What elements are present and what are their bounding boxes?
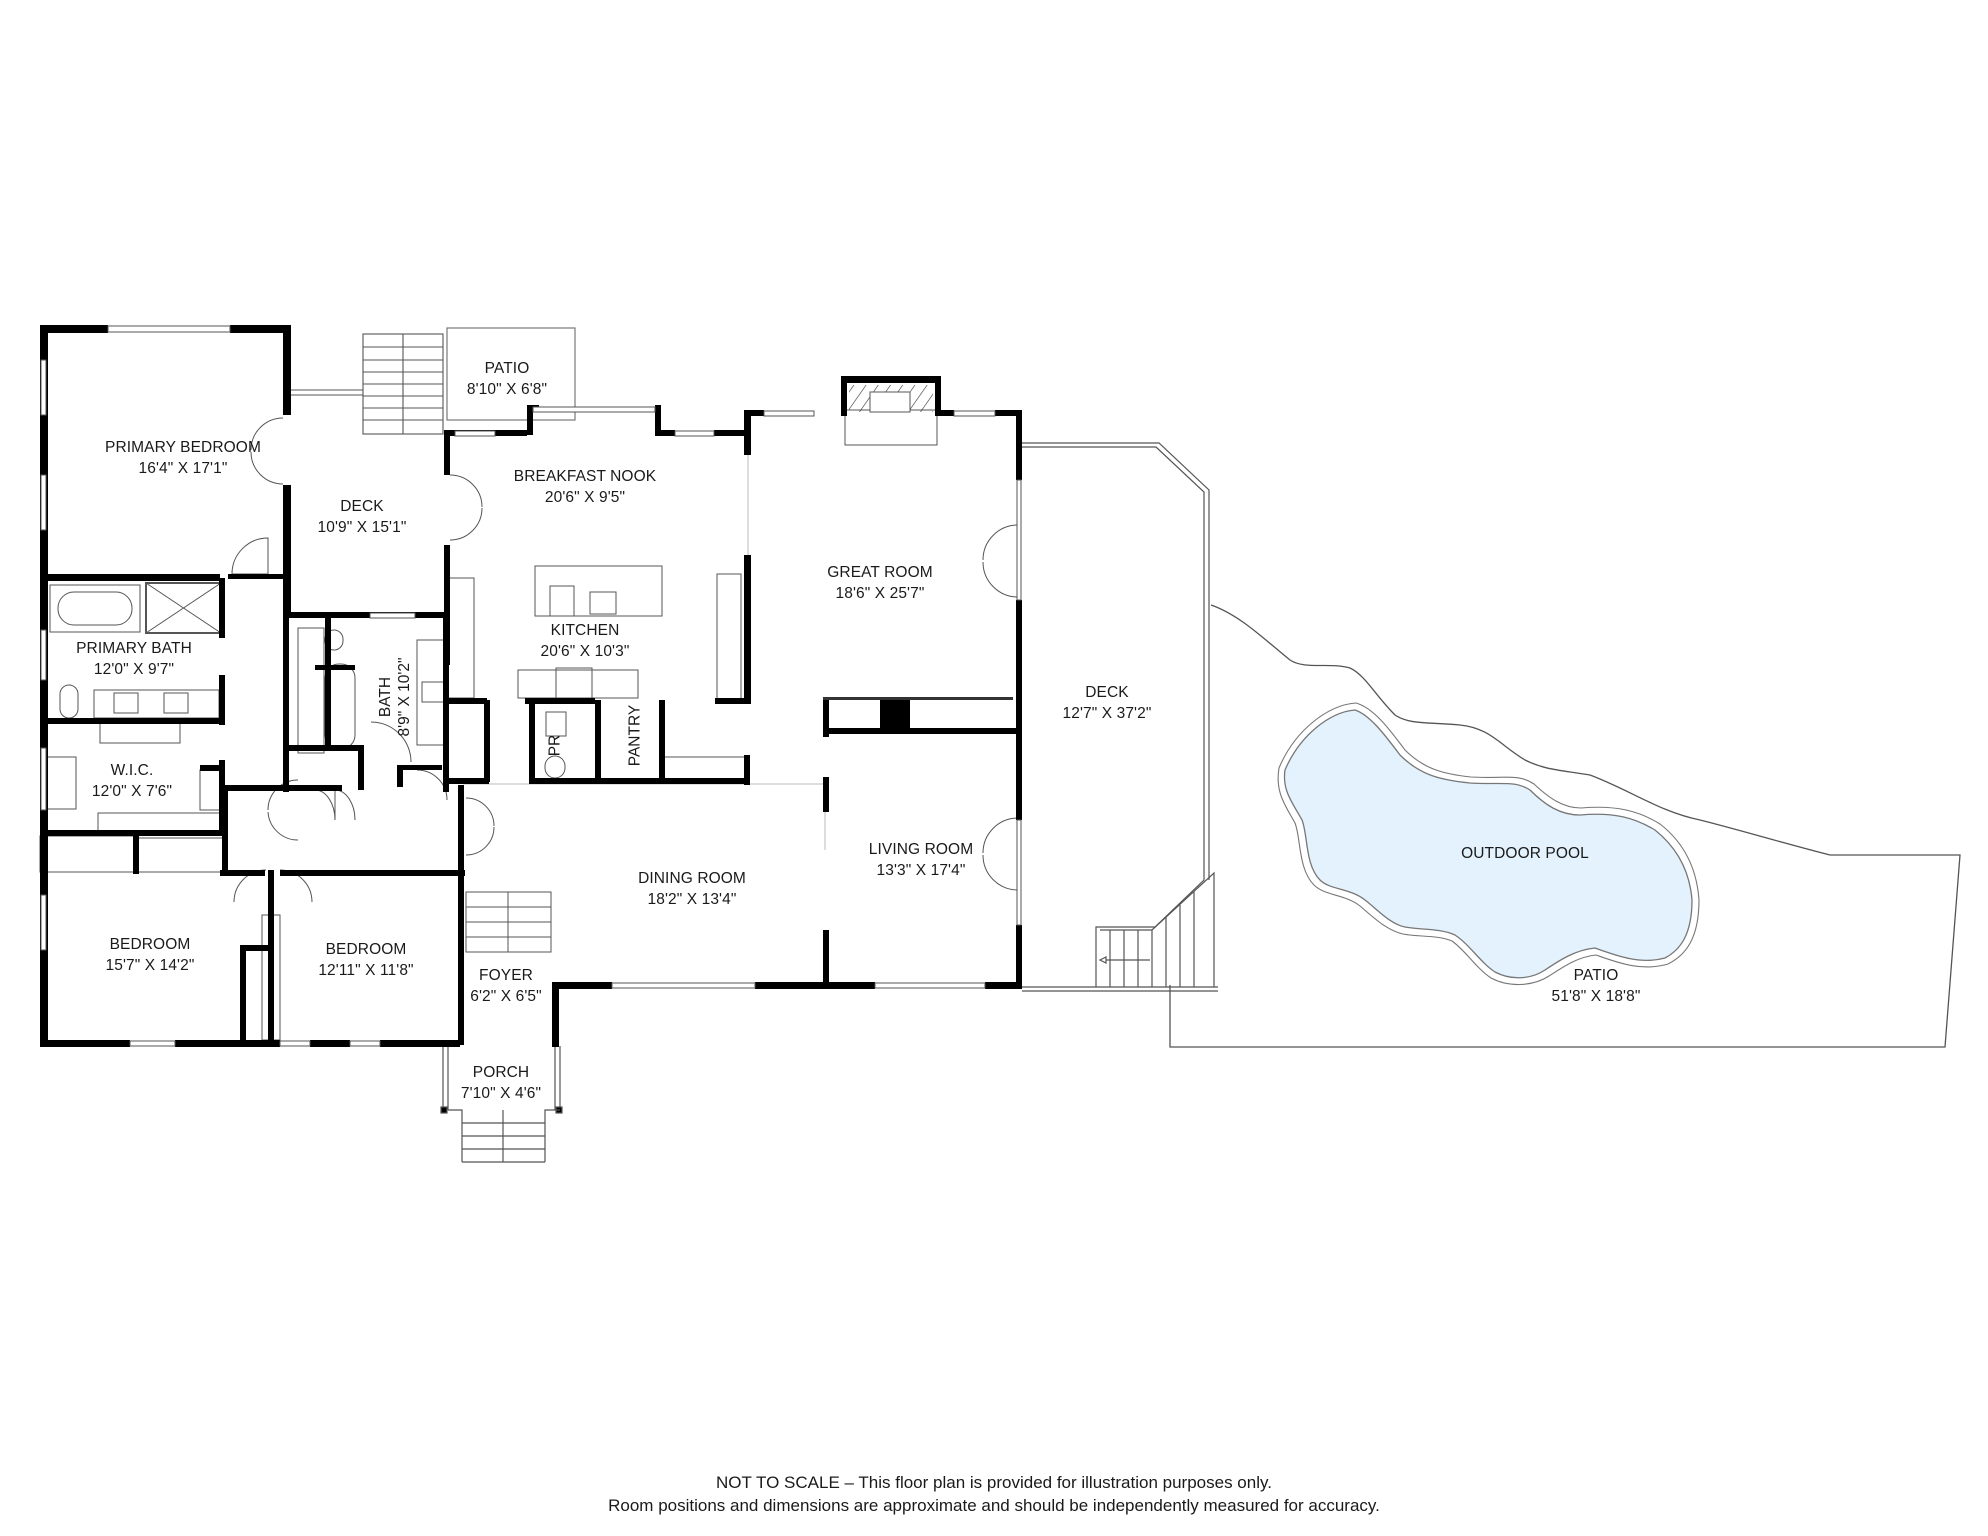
room-dims: 12'0" X 7'6" [91, 783, 173, 800]
room-dims: 8'10" X 6'8" [466, 381, 548, 398]
doors [231, 417, 1019, 903]
room-name: LIVING ROOM [868, 841, 974, 858]
room-dims: 13'3" X 17'4" [876, 862, 966, 879]
room-dims: 16'4" X 17'1" [138, 460, 228, 477]
room-label-porch: PORCH 7'10" X 4'6" [461, 1062, 541, 1104]
room-label-primary-bedroom: PRIMARY BEDROOM 16'4" X 17'1" [105, 437, 261, 479]
windows [40, 325, 1022, 1047]
room-name: PORCH [472, 1064, 530, 1081]
deck-large-outline [1022, 442, 1218, 992]
room-dims: 7'10" X 4'6" [460, 1085, 542, 1102]
room-name: PATIO [1573, 967, 1619, 984]
room-dims: 8'9" X 10'2" [396, 657, 413, 737]
rear-stairs [287, 333, 444, 435]
room-name: BEDROOM [325, 941, 407, 958]
room-label-bedroom-1: BEDROOM 15'7" X 14'2" [106, 934, 195, 976]
room-label-pantry: PANTRY [626, 701, 645, 771]
room-dims: 20'6" X 9'5" [544, 489, 626, 506]
room-name: PANTRY [626, 704, 644, 767]
patio-small-outline [446, 327, 576, 421]
room-dims: 18'2" X 13'4" [647, 891, 737, 908]
room-dims: 51'8" X 18'8" [1551, 988, 1641, 1005]
room-name: DECK [1085, 684, 1129, 701]
room-label-primary-bath: PRIMARY BATH 12'0" X 9'7" [76, 638, 192, 680]
room-name: DINING ROOM [638, 870, 746, 887]
room-label-patio-large: PATIO 51'8" X 18'8" [1552, 965, 1641, 1007]
room-dims: 6'2" X 6'5" [470, 988, 542, 1005]
room-dims: 10'9" X 15'1" [317, 519, 407, 536]
room-name: PATIO [484, 360, 530, 377]
porch-outline [440, 1046, 563, 1163]
room-dims: 12'0" X 9'7" [93, 661, 175, 678]
room-label-patio-small: PATIO 8'10" X 6'8" [467, 358, 547, 400]
room-name: DECK [340, 498, 384, 515]
room-label-outdoor-pool: OUTDOOR POOL [1461, 843, 1589, 864]
room-name: BREAKFAST NOOK [513, 468, 657, 485]
room-name: KITCHEN [550, 622, 620, 639]
room-label-deck-large: DECK 12'7" X 37'2" [1063, 682, 1152, 724]
room-dims: 18'6" X 25'7" [835, 585, 925, 602]
disclaimer-line-1: NOT TO SCALE – This floor plan is provid… [716, 1473, 1272, 1492]
room-dims: 20'6" X 10'3" [540, 643, 630, 660]
room-dims: 12'7" X 37'2" [1062, 705, 1152, 722]
walls [40, 325, 1022, 1047]
room-label-dining-room: DINING ROOM 18'2" X 13'4" [638, 868, 746, 910]
outdoor-pool-shape [1277, 702, 1700, 986]
room-label-pr: PR [546, 731, 565, 761]
room-name: BATH [377, 676, 394, 718]
room-label-living-room: LIVING ROOM 13'3" X 17'4" [869, 839, 973, 881]
room-label-kitchen: KITCHEN 20'6" X 10'3" [541, 620, 630, 662]
room-dims: 15'7" X 14'2" [105, 957, 195, 974]
room-label-great-room: GREAT ROOM 18'6" X 25'7" [827, 562, 933, 604]
room-label-wic: W.I.C. 12'0" X 7'6" [92, 760, 172, 802]
room-name: BEDROOM [109, 936, 191, 953]
room-name: GREAT ROOM [827, 564, 933, 581]
room-label-deck-small: DECK 10'9" X 15'1" [318, 496, 407, 538]
room-label-bath: BATH 8'9" X 10'2" [376, 632, 414, 762]
room-name: FOYER [479, 967, 533, 984]
disclaimer: NOT TO SCALE – This floor plan is provid… [0, 1471, 1988, 1517]
room-dims: 12'11" X 11'8" [318, 962, 414, 979]
patio-large-outline [1169, 604, 1961, 1048]
room-label-foyer: FOYER 6'2" X 6'5" [470, 965, 541, 1007]
room-name: W.I.C. [110, 762, 154, 779]
room-name: PR [546, 734, 564, 757]
room-name: OUTDOOR POOL [1461, 845, 1589, 862]
room-label-bedroom-2: BEDROOM 12'11" X 11'8" [318, 939, 413, 981]
room-name: PRIMARY BEDROOM [105, 439, 261, 456]
room-label-breakfast-nook: BREAKFAST NOOK 20'6" X 9'5" [514, 466, 656, 508]
disclaimer-line-2: Room positions and dimensions are approx… [608, 1496, 1380, 1515]
room-name: PRIMARY BATH [76, 640, 192, 657]
